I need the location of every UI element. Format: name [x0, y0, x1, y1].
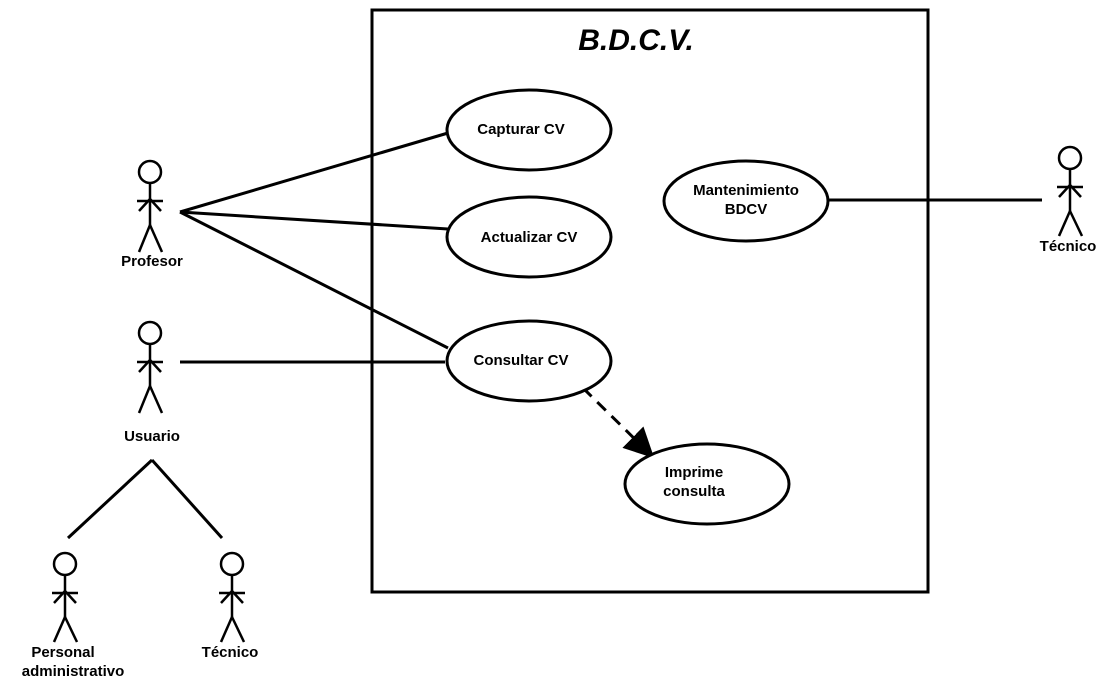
actor-personal-label-line1: Personal — [31, 644, 94, 661]
stick-figure-icon — [219, 551, 246, 643]
generalization-usuario-personal — [66, 458, 154, 540]
stick-figure-icon — [1057, 145, 1084, 237]
use-case-mantenimiento-label-line1: Mantenimiento — [693, 182, 799, 199]
use-case-consultar-cv[interactable]: Consultar CV — [445, 319, 613, 403]
actor-profesor-label: Profesor — [121, 253, 183, 270]
stick-figure-icon — [137, 159, 164, 253]
association-profesor-actualizar — [179, 210, 449, 231]
actor-profesor[interactable]: Profesor — [121, 159, 183, 270]
stick-figure-icon — [137, 320, 164, 414]
use-case-consultar-label: Consultar CV — [473, 352, 568, 369]
use-case-mantenimiento-bdcv[interactable]: Mantenimiento BDCV — [662, 159, 830, 243]
use-case-imprime-label-line1: Imprime — [665, 464, 723, 481]
use-case-mantenimiento-label-line2: BDCV — [725, 201, 768, 218]
actor-usuario[interactable]: Usuario — [124, 320, 180, 445]
system-title: B.D.C.V. — [578, 24, 694, 57]
actor-personal-administrativo[interactable]: Personal administrativo — [22, 551, 125, 680]
actor-tecnico-right[interactable]: Técnico — [1040, 145, 1097, 255]
system-boundary — [370, 8, 930, 594]
use-case-capturar-label: Capturar CV — [477, 121, 565, 138]
generalization-usuario-tecnico — [150, 458, 224, 540]
use-case-actualizar-cv[interactable]: Actualizar CV — [445, 195, 613, 279]
use-case-actualizar-label: Actualizar CV — [481, 229, 578, 246]
include-consultar-imprime — [581, 386, 655, 459]
use-case-capturar-cv[interactable]: Capturar CV — [445, 88, 613, 172]
association-profesor-consultar — [179, 210, 449, 350]
actor-tecnico-right-label: Técnico — [1040, 238, 1097, 255]
actor-tecnico-bottom-label: Técnico — [202, 644, 259, 661]
actor-tecnico-bottom[interactable]: Técnico — [202, 551, 259, 661]
use-case-imprime-consulta[interactable]: Imprime consulta — [623, 442, 791, 526]
actor-usuario-label: Usuario — [124, 428, 180, 445]
association-profesor-capturar — [179, 131, 449, 214]
stick-figure-icon — [52, 551, 79, 643]
use-case-imprime-label-line2: consulta — [663, 483, 725, 500]
actor-personal-label-line2: administrativo — [22, 663, 125, 680]
